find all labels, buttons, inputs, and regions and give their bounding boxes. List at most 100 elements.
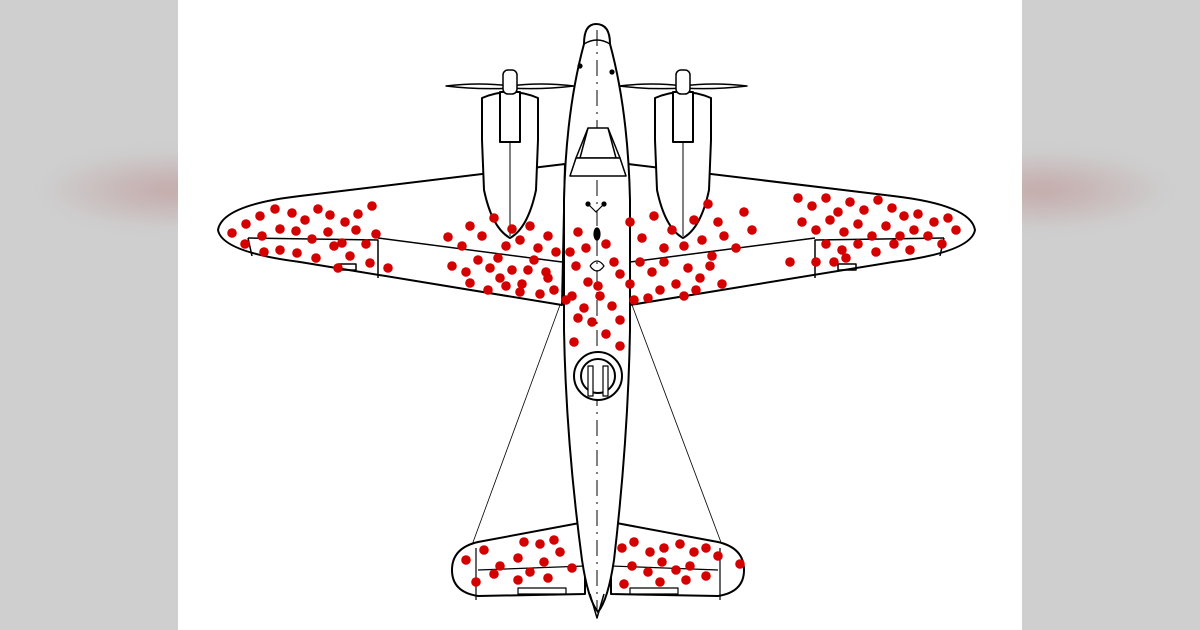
- hit-marker: [943, 213, 953, 223]
- hit-marker: [519, 537, 529, 547]
- hit-marker: [323, 227, 333, 237]
- hit-marker: [701, 543, 711, 553]
- hit-marker: [821, 239, 831, 249]
- hit-marker: [371, 229, 381, 239]
- hit-marker: [951, 225, 961, 235]
- airplane-damage-diagram: [217, 23, 976, 619]
- tail-cone: [589, 593, 605, 619]
- hit-marker: [811, 225, 821, 235]
- hit-marker: [240, 239, 250, 249]
- hit-marker: [543, 273, 553, 283]
- hit-marker: [443, 232, 453, 242]
- hit-marker: [887, 203, 897, 213]
- hit-marker: [471, 577, 481, 587]
- hit-marker: [601, 329, 611, 339]
- hit-marker: [675, 539, 685, 549]
- hit-marker: [383, 263, 393, 273]
- hit-marker: [361, 239, 371, 249]
- hit-marker: [859, 205, 869, 215]
- hit-marker: [627, 561, 637, 571]
- hit-marker: [270, 204, 280, 214]
- bullet-hit-markers: [227, 193, 961, 589]
- hit-marker: [619, 579, 629, 589]
- hit-marker: [573, 227, 583, 237]
- hit-marker: [340, 217, 350, 227]
- hit-marker: [593, 281, 603, 291]
- hit-marker: [853, 219, 863, 229]
- hit-marker: [615, 315, 625, 325]
- hit-marker: [937, 239, 947, 249]
- wing-control-surfaces: [247, 237, 945, 278]
- hit-marker: [617, 543, 627, 553]
- hit-marker: [517, 279, 527, 289]
- hit-marker: [747, 225, 757, 235]
- hit-marker: [587, 317, 597, 327]
- hit-marker: [659, 243, 669, 253]
- hit-marker: [735, 559, 745, 569]
- blurred-backdrop: [1022, 150, 1172, 230]
- antenna-marks: [577, 63, 615, 272]
- hit-marker: [507, 265, 517, 275]
- main-wing: [217, 163, 976, 306]
- hit-marker: [797, 217, 807, 227]
- hit-marker: [719, 231, 729, 241]
- hit-marker: [691, 285, 701, 295]
- hit-marker: [337, 238, 347, 248]
- hit-marker: [607, 301, 617, 311]
- hit-marker: [647, 267, 657, 277]
- hit-marker: [689, 215, 699, 225]
- hit-marker: [685, 561, 695, 571]
- hit-marker: [571, 261, 581, 271]
- hit-marker: [351, 225, 361, 235]
- hit-marker: [565, 247, 575, 257]
- hit-marker: [313, 204, 323, 214]
- hit-marker: [479, 545, 489, 555]
- gun-turret: [573, 351, 623, 401]
- hit-marker: [713, 551, 723, 561]
- cockpit-canopy: [569, 127, 627, 177]
- hit-marker: [501, 281, 511, 291]
- hit-marker: [543, 573, 553, 583]
- left-propeller: [445, 69, 575, 95]
- hit-marker: [529, 255, 539, 265]
- hit-marker: [300, 215, 310, 225]
- hit-marker: [275, 245, 285, 255]
- hit-marker: [701, 571, 711, 581]
- hit-marker: [515, 235, 525, 245]
- hit-marker: [679, 291, 689, 301]
- hit-marker: [833, 207, 843, 217]
- hit-marker: [535, 289, 545, 299]
- right-blurred-panel: [1022, 0, 1200, 630]
- hit-marker: [457, 241, 467, 251]
- hit-marker: [493, 253, 503, 263]
- hit-marker: [533, 243, 543, 253]
- hit-marker: [923, 231, 933, 241]
- blurred-backdrop: [40, 150, 178, 230]
- hit-marker: [657, 557, 667, 567]
- hit-marker: [837, 245, 847, 255]
- hit-marker: [543, 231, 553, 241]
- hit-marker: [311, 253, 321, 263]
- hit-marker: [507, 224, 517, 234]
- hit-marker: [465, 278, 475, 288]
- hit-marker: [629, 537, 639, 547]
- hit-marker: [525, 221, 535, 231]
- left-blurred-panel: [0, 0, 178, 630]
- hit-marker: [227, 228, 237, 238]
- hit-marker: [555, 547, 565, 557]
- hit-marker: [495, 273, 505, 283]
- hit-marker: [659, 543, 669, 553]
- hit-marker: [333, 263, 343, 273]
- hit-marker: [489, 213, 499, 223]
- hit-marker: [841, 253, 851, 263]
- hit-marker: [292, 248, 302, 258]
- hit-marker: [615, 341, 625, 351]
- hit-marker: [689, 547, 699, 557]
- hit-marker: [839, 227, 849, 237]
- hit-marker: [483, 285, 493, 295]
- hit-marker: [473, 255, 483, 265]
- hit-marker: [655, 285, 665, 295]
- hit-marker: [889, 239, 899, 249]
- hit-marker: [259, 247, 269, 257]
- hit-marker: [793, 193, 803, 203]
